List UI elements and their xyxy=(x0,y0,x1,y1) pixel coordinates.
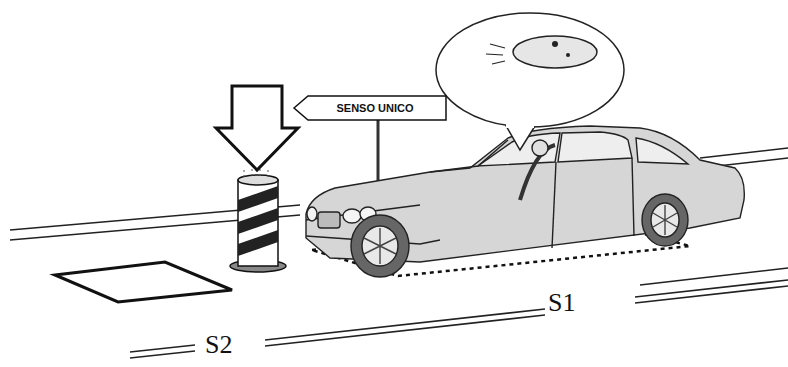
ground-square xyxy=(55,262,232,302)
light-ray xyxy=(268,168,269,177)
section-label: S1 xyxy=(548,290,575,316)
car xyxy=(306,126,744,277)
road-line xyxy=(130,351,195,358)
windshield xyxy=(430,140,508,172)
headlight xyxy=(343,209,361,223)
sign-arrow xyxy=(294,96,446,120)
lamp-sensor xyxy=(552,41,558,47)
ray xyxy=(492,61,505,64)
bollard-stripe xyxy=(238,186,278,212)
ray xyxy=(490,44,505,48)
road-line xyxy=(130,345,195,352)
light-ray xyxy=(252,166,253,176)
wheel xyxy=(642,194,688,246)
bollard-stripes xyxy=(238,186,278,256)
callout-bubble xyxy=(436,13,624,127)
car-window xyxy=(636,138,688,164)
sign-text: SENSO UNICO xyxy=(326,102,413,114)
lamp-screw xyxy=(566,53,570,57)
door-line xyxy=(632,158,634,236)
wheel-hub xyxy=(651,203,679,237)
down-arrow xyxy=(216,86,298,170)
car-window xyxy=(558,132,632,162)
road-line xyxy=(700,148,788,158)
road-line xyxy=(265,315,545,346)
car-grille xyxy=(318,212,340,228)
light-ray xyxy=(244,168,245,177)
driver-head xyxy=(532,140,548,156)
wheel-hub xyxy=(362,226,398,266)
bollard-stripe xyxy=(238,230,278,256)
road-line xyxy=(265,309,545,340)
lamp-rays xyxy=(486,44,505,64)
door-line xyxy=(552,162,556,248)
road-line xyxy=(640,268,788,285)
wheel xyxy=(351,215,409,277)
callout-join xyxy=(506,122,534,128)
bollard-body xyxy=(238,180,278,266)
dome-lamp xyxy=(513,36,597,68)
section-label: S2 xyxy=(205,332,232,358)
hub-spokes xyxy=(653,205,677,235)
road-line xyxy=(635,286,788,303)
headlight xyxy=(307,207,317,221)
ray xyxy=(486,54,503,55)
one-way-sign: SENSO UNICO xyxy=(294,96,446,120)
bollard-stripe xyxy=(238,208,278,234)
hub-spokes xyxy=(364,228,396,264)
